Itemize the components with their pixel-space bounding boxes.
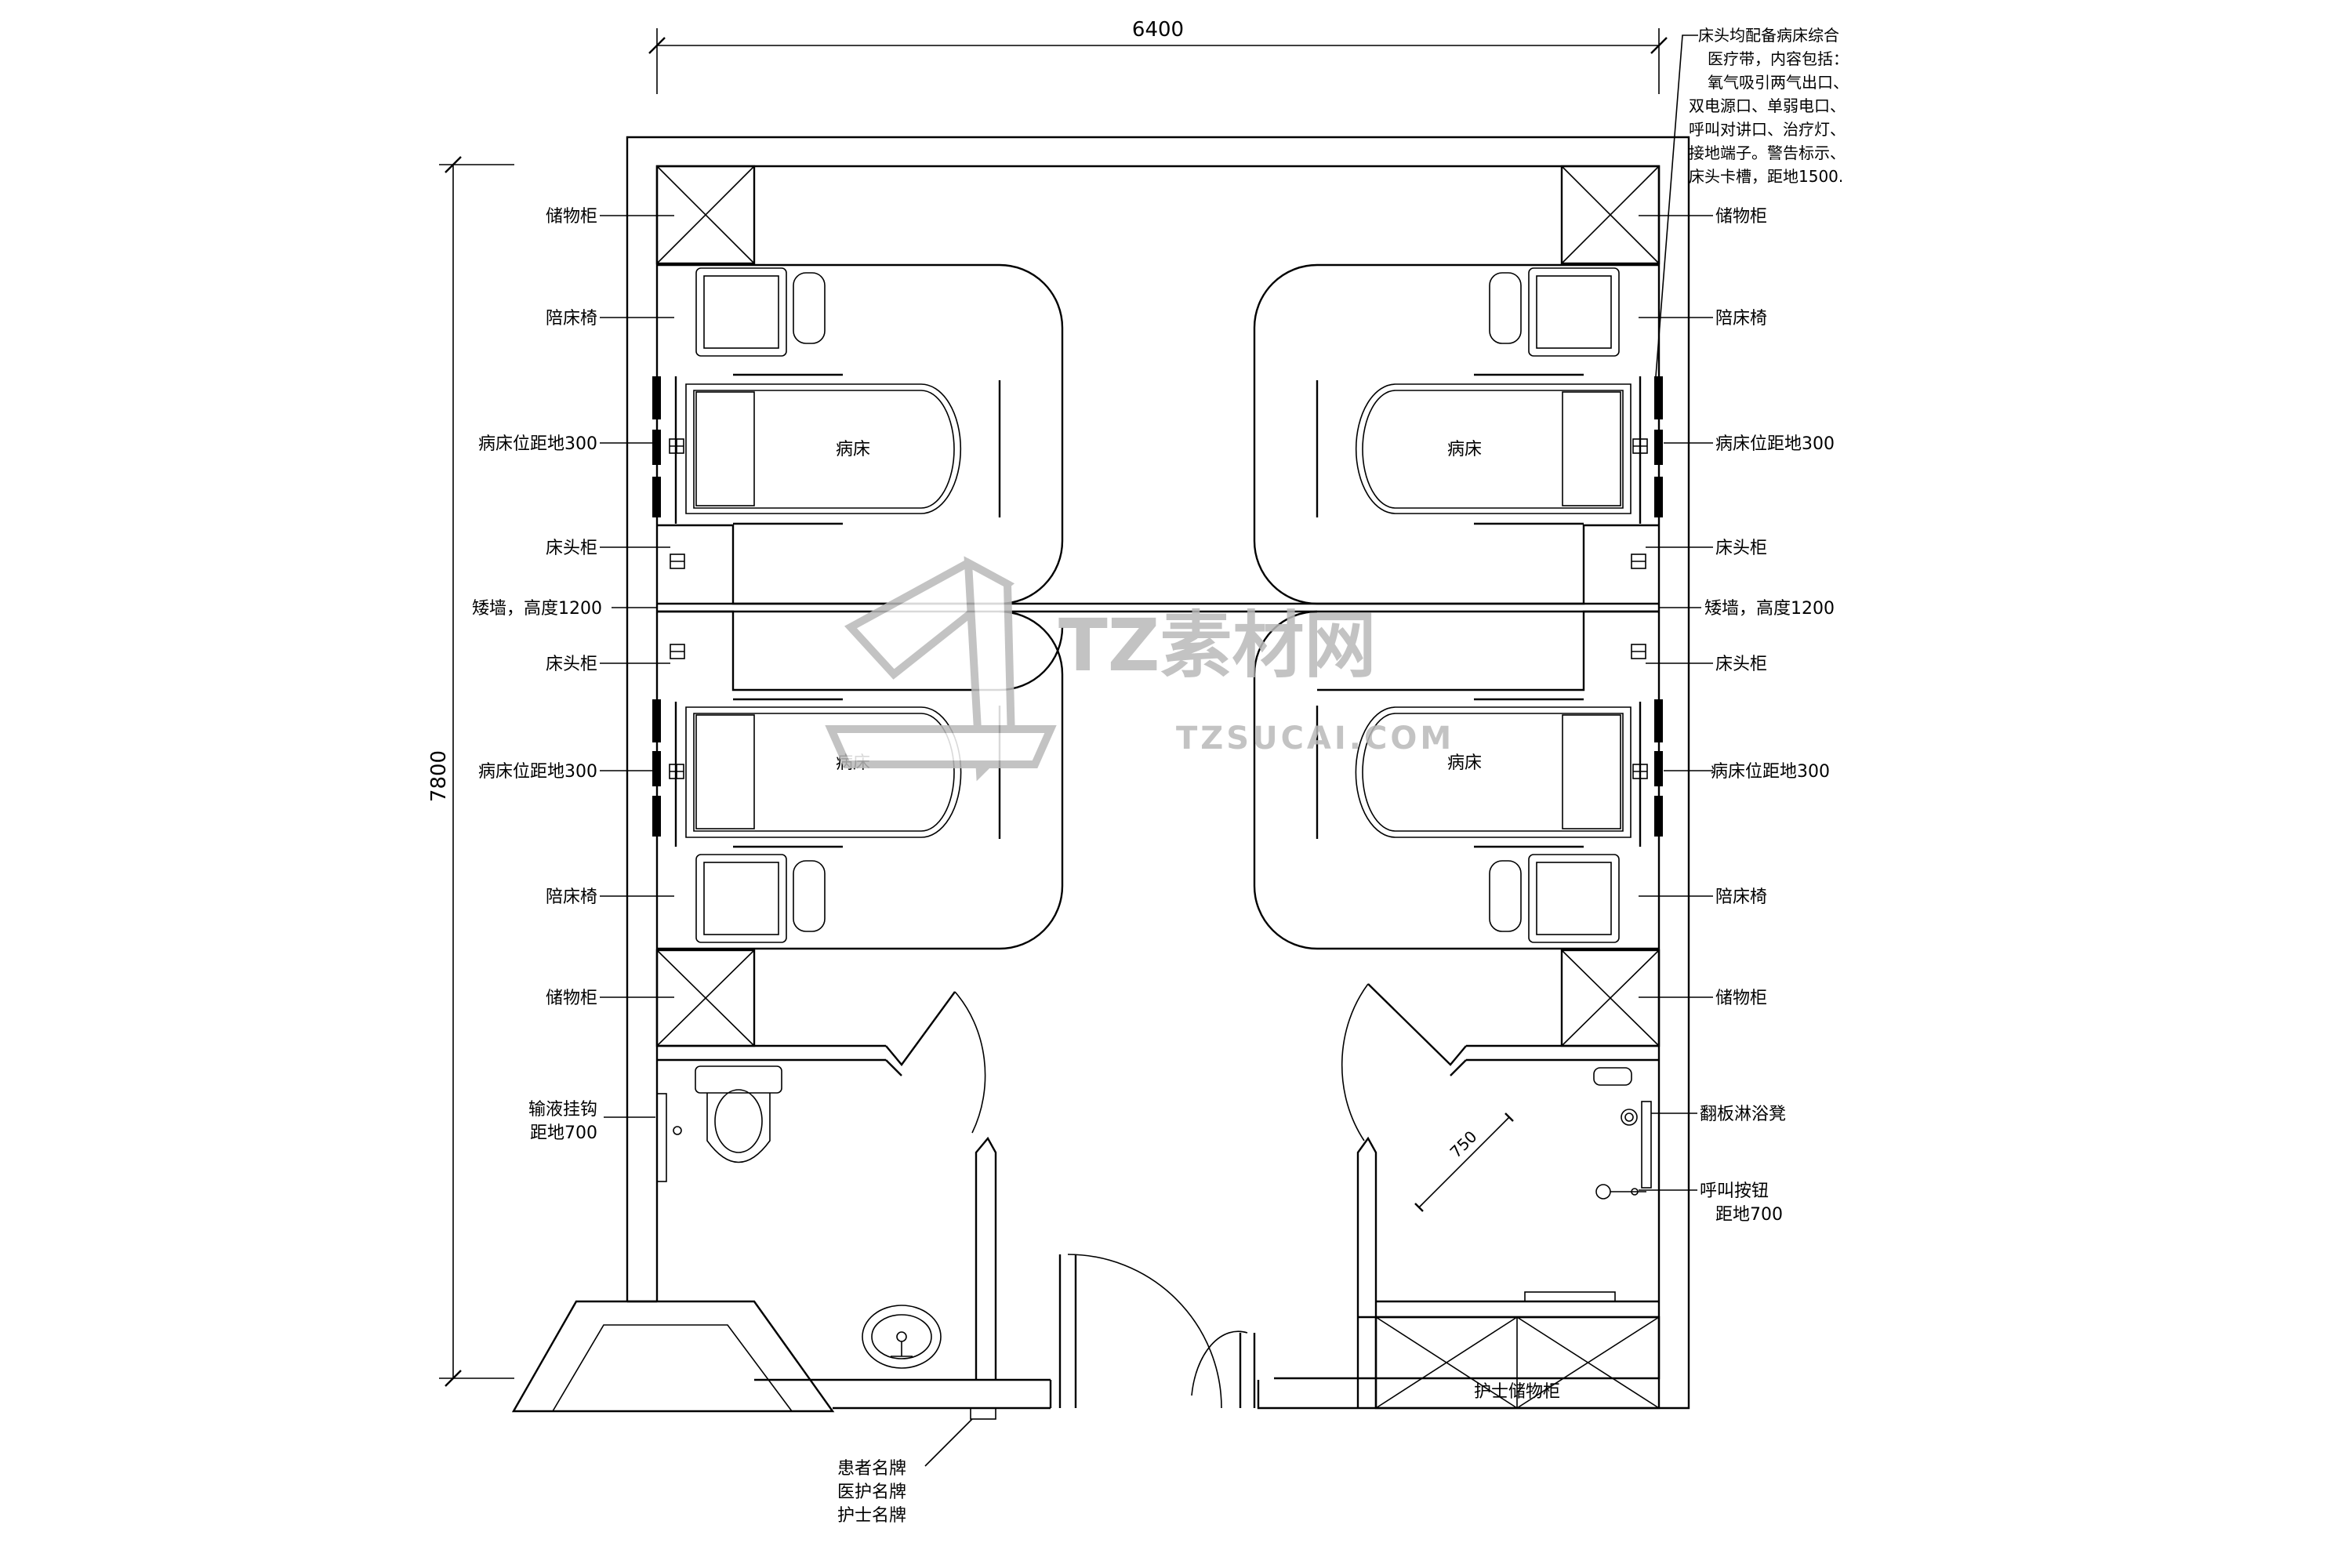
note-line-2: 医疗带，内容包括： [1708,49,1849,68]
entry-door[interactable] [1058,1254,1256,1409]
iv-hook [604,1093,682,1182]
storage-cabinet-top-left [655,165,756,265]
chair-top-right [1489,267,1620,357]
label-bed-top-right: 病床 [1447,440,1482,459]
label-nightstand-bottom-right: 床头柜 [1715,655,1767,674]
label-patient-nameplate: 患者名牌 [837,1459,906,1479]
label-call-button-height: 距地700 [1715,1205,1783,1225]
watermark: TZ素材网 TZSUCAI.COM [825,556,1454,782]
bed-bottom-left [669,698,1001,848]
medical-band-markers [652,376,1663,837]
chair-bottom-right [1489,854,1620,943]
bed-top-right [1316,373,1648,525]
chair-bottom-left [695,854,826,943]
clearance-dimension: 750 [1446,1127,1481,1162]
label-bed-height-bottom-left: 病床位距地300 [478,762,597,782]
chair-top-left [695,267,826,357]
label-iv-hook-height: 距地700 [530,1123,597,1143]
label-call-button: 呼叫按钮 [1700,1181,1769,1201]
height-dimension: 7800 [427,156,514,1387]
right-bathroom: 750 [1341,983,1659,1408]
label-bed-top-left: 病床 [836,440,870,459]
storage-cabinet-top-right [1560,165,1661,265]
label-storage-bottom-right: 储物柜 [1715,989,1767,1008]
width-dimension-text: 6400 [1132,18,1184,42]
watermark-main: TZ素材网 [1058,604,1376,688]
entry-partition [511,1300,1052,1420]
toilet [695,1065,782,1163]
watermark-logo-icon [825,556,1057,782]
storage-cabinet-bottom-left [655,949,756,1047]
label-nurse-storage: 护士储物柜 [1474,1382,1560,1402]
left-bathroom [604,991,997,1380]
label-nightstand-top-left: 床头柜 [546,539,597,558]
label-low-wall-right: 矮墙，高度1200 [1704,599,1835,619]
label-storage-bottom-left: 储物柜 [546,989,597,1008]
label-bed-bottom-right: 病床 [1447,753,1482,773]
height-dimension-text: 7800 [427,750,451,802]
bed-zones [657,263,1659,950]
label-chair-top-left: 陪床椅 [546,309,597,328]
medical-band-note: 床头均配备病床综合 医疗带，内容包括： 氧气吸引两气出口、 双电源口、单弱电口、… [1689,26,1849,186]
leader-lines [600,34,1713,1467]
label-storage-top-left: 储物柜 [546,207,597,227]
shower-stool [1593,1067,1652,1189]
bed-bottom-right [1316,698,1648,848]
watermark-sub: TZSUCAI.COM [1176,720,1454,757]
label-storage-top-right: 储物柜 [1715,207,1767,227]
label-nightstand-bottom-left: 床头柜 [546,655,597,674]
label-nightstand-top-right: 床头柜 [1715,539,1767,558]
label-chair-bottom-right: 陪床椅 [1715,887,1767,907]
nurse-storage-cabinet [1374,1316,1661,1410]
label-bed-height-bottom-right: 病床位距地300 [1711,762,1830,782]
label-low-wall-left: 矮墙，高度1200 [472,599,602,619]
label-medical-nameplate: 医护名牌 [837,1483,906,1502]
nightstand-outlets [670,554,1646,659]
note-line-5: 呼叫对讲口、治疗灯、 [1689,120,1846,139]
bed-top-left [669,373,1001,525]
label-bed-height-top-left: 病床位距地300 [478,434,597,454]
note-line-6: 接地端子。警告标示、 [1689,143,1846,162]
label-nurse-nameplate: 护士名牌 [837,1506,906,1526]
label-iv-hook: 输液挂钩 [528,1100,597,1120]
note-line-3: 氧气吸引两气出口、 [1708,73,1849,92]
note-line-1: 床头均配备病床综合 [1698,26,1839,45]
sink [862,1305,942,1369]
label-chair-bottom-left: 陪床椅 [546,887,597,907]
label-chair-top-right: 陪床椅 [1715,309,1767,328]
storage-cabinet-bottom-right [1560,949,1661,1047]
width-dimension: 6400 [648,18,1668,94]
note-line-4: 双电源口、单弱电口、 [1689,96,1846,115]
note-line-7: 床头卡槽，距地1500. [1689,167,1843,186]
label-shower-stool: 翻板淋浴凳 [1700,1105,1786,1124]
label-bed-height-top-right: 病床位距地300 [1715,434,1835,454]
call-button [1595,1184,1646,1200]
